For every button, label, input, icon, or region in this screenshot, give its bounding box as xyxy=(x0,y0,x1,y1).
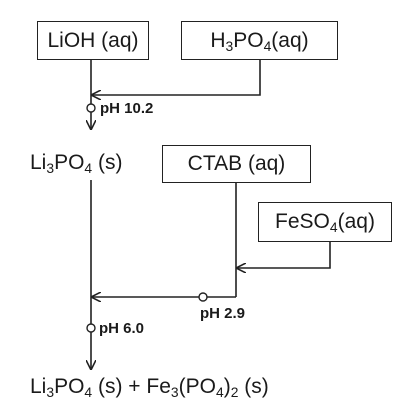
ctab-label: CTAB (aq) xyxy=(187,152,286,175)
feso4-box: FeSO4(aq) xyxy=(258,202,392,242)
ph-2-9-marker xyxy=(198,292,208,302)
h3po4-feed-line xyxy=(92,60,261,95)
ph-6-0-marker xyxy=(86,323,96,333)
ctab-box: CTAB (aq) xyxy=(162,145,311,183)
h3po4-label: H3PO4(aq) xyxy=(210,28,309,54)
lioh-label: LiOH (aq) xyxy=(47,28,139,52)
h3po4-box: H3PO4(aq) xyxy=(181,21,338,60)
product-label: Li3PO4 (s) + Fe3(PO4)2 (s) xyxy=(30,375,269,401)
ph-10-2-label: pH 10.2 xyxy=(100,100,154,117)
li3po4-intermediate-label: Li3PO4 (s) xyxy=(30,151,123,177)
ph-2-9-label: pH 2.9 xyxy=(200,305,246,322)
feso4-feed-line xyxy=(237,242,331,268)
feso4-label: FeSO4(aq) xyxy=(275,210,375,236)
ph-6-0-label: pH 6.0 xyxy=(99,320,145,337)
ph-10-2-marker xyxy=(86,103,96,113)
lioh-box: LiOH (aq) xyxy=(37,21,149,60)
